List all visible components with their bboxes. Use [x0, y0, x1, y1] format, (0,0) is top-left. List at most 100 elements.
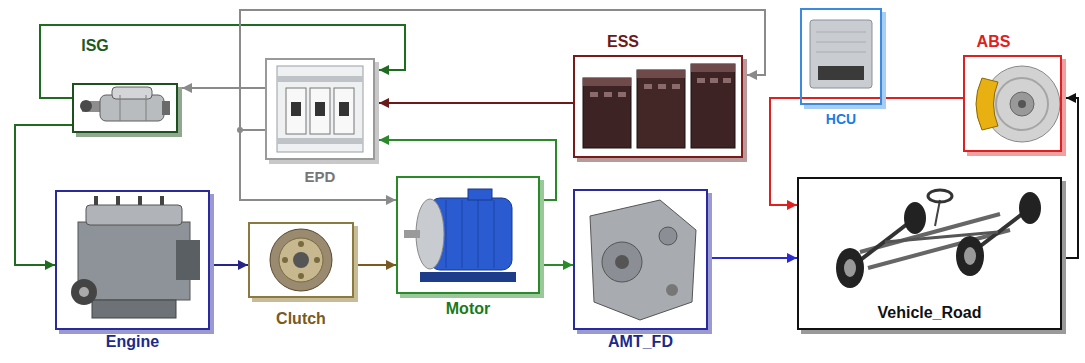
electric-motor-figure [404, 230, 420, 238]
battery-pack-figure [658, 84, 666, 89]
vehicle-chassis-figure [836, 248, 864, 288]
box-outline [396, 176, 540, 294]
control-unit-figure [816, 32, 866, 33]
component-box: Motor [396, 176, 540, 294]
component-label: ABS [977, 33, 1011, 51]
control-unit-figure [816, 52, 866, 53]
gearbox-figure [590, 200, 696, 320]
clutch-figure [270, 229, 332, 291]
battery-pack-figure [672, 84, 680, 89]
box-outline [248, 222, 354, 298]
battery-pack-figure [637, 70, 685, 78]
component-box: Vehicle_Road [797, 177, 1062, 330]
brake-disc-figure [976, 66, 1060, 142]
component-box: HCU [800, 8, 882, 105]
battery-pack-figure [723, 78, 731, 83]
flow-connector [379, 102, 573, 104]
engine-figure [176, 240, 200, 280]
engine-figure [71, 279, 97, 305]
battery-pack-figure [618, 92, 626, 97]
gearbox-figure [659, 227, 677, 245]
component-label: Clutch [276, 310, 326, 328]
electric-motor-figure [446, 200, 447, 268]
flow-connector [240, 130, 396, 200]
electric-motor-figure [478, 200, 479, 268]
flow-connector [544, 264, 573, 266]
flow-connector [240, 10, 765, 130]
battery-pack-figure [583, 64, 735, 148]
flow-connector [379, 140, 556, 200]
gearbox-figure [602, 242, 642, 282]
battery-pack-figure [710, 78, 718, 83]
flow-connector [214, 264, 248, 266]
power-distribution-figure [310, 88, 330, 134]
component-label: Engine [106, 333, 159, 351]
flow-connector [182, 87, 265, 89]
vehicle-chassis-figure [964, 247, 976, 265]
box-outline [573, 55, 743, 158]
control-unit-figure [816, 42, 866, 43]
starter-generator-figure [80, 87, 170, 121]
engine-figure [79, 287, 89, 297]
box-outline [72, 83, 178, 133]
flow-connector [358, 264, 396, 266]
starter-generator-figure [146, 95, 147, 121]
component-box: ESS [573, 55, 743, 158]
component-label: Vehicle_Road [877, 304, 981, 322]
engine-figure [160, 196, 164, 205]
component-box: Engine [55, 190, 210, 330]
clutch-figure [270, 229, 332, 291]
battery-pack-figure [583, 78, 631, 86]
power-distribution-figure [334, 88, 354, 134]
component-label: ESS [607, 33, 639, 51]
box-outline [265, 58, 375, 160]
component-box: ABS [963, 55, 1062, 152]
brake-disc-figure [976, 78, 998, 130]
clutch-figure [298, 241, 304, 247]
control-unit-figure [818, 66, 864, 80]
component-label: EPD [305, 168, 336, 185]
component-box: EPD [265, 58, 375, 160]
power-distribution-figure [277, 76, 363, 82]
engine-figure [94, 196, 98, 205]
component-label: ISG [81, 37, 109, 55]
component-label: AMT_FD [608, 333, 673, 351]
vehicle-chassis-figure [1019, 192, 1041, 224]
battery-pack-figure [644, 84, 652, 89]
engine-figure [138, 196, 142, 205]
control-unit-figure [810, 20, 872, 88]
box-outline [573, 189, 708, 330]
component-box: Clutch [248, 222, 354, 298]
engine-figure [86, 205, 182, 225]
brake-disc-figure [984, 66, 1060, 142]
engine-figure [92, 300, 176, 318]
control-unit-figure [810, 20, 872, 88]
component-box: AMT_FD [573, 189, 708, 330]
clutch-figure [282, 257, 288, 263]
power-distribution-figure [286, 88, 306, 134]
power-distribution-figure [277, 138, 363, 144]
clutch-figure [314, 257, 320, 263]
battery-pack-figure [691, 64, 735, 148]
electric-motor-figure [462, 200, 463, 268]
gearbox-figure [615, 255, 629, 269]
electric-motor-figure [468, 189, 492, 200]
box-outline [963, 55, 1062, 152]
brake-disc-figure [1010, 92, 1034, 116]
component-label: Motor [446, 300, 490, 318]
power-distribution-figure [315, 102, 325, 116]
vehicle-chassis-figure [928, 190, 952, 202]
gearbox-figure [666, 284, 678, 296]
battery-pack-figure [691, 64, 735, 72]
starter-generator-figure [80, 100, 92, 112]
battery-pack-figure [697, 78, 705, 83]
component-label: HCU [826, 111, 856, 127]
clutch-figure [293, 252, 309, 268]
brake-disc-figure [1018, 100, 1026, 108]
component-box: ISG [72, 83, 178, 133]
flow-connector [1066, 98, 1078, 258]
box-outline [55, 190, 210, 330]
clutch-figure [279, 238, 323, 282]
starter-generator-figure [120, 95, 121, 121]
